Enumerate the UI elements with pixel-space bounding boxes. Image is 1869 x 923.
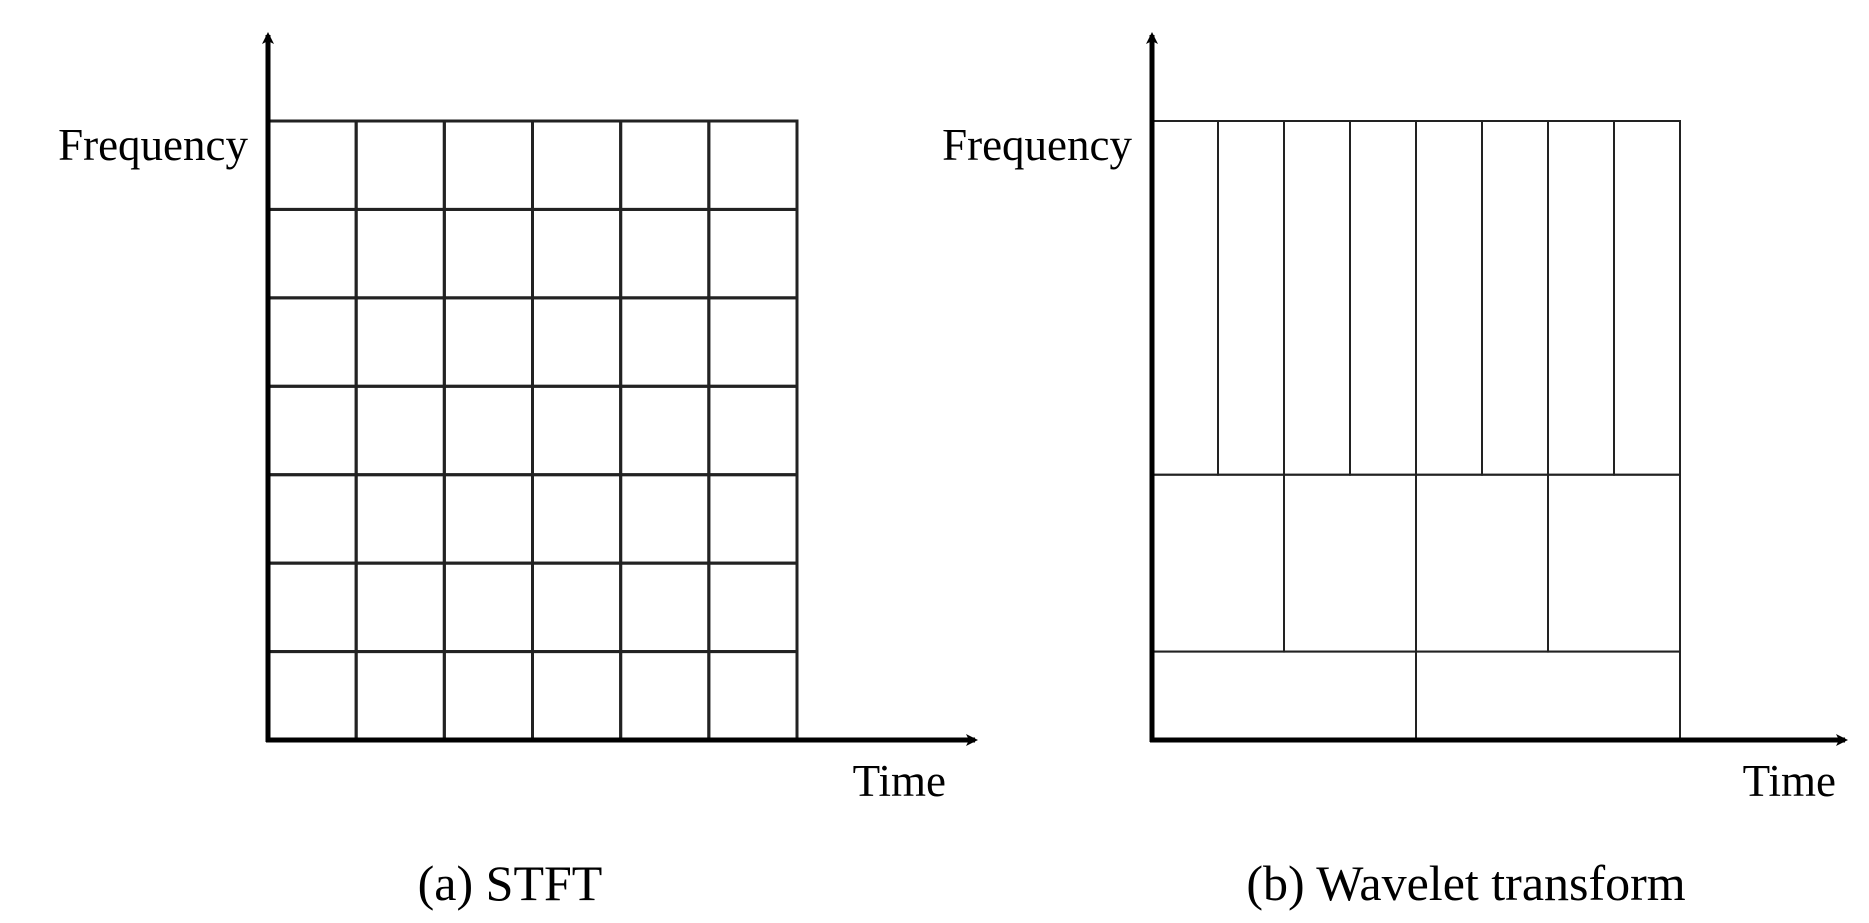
wavelet-tile-mid <box>1547 473 1681 653</box>
stft-tile <box>531 207 623 300</box>
stft-tile <box>531 650 623 742</box>
stft-tile <box>354 561 446 654</box>
stft-tile <box>266 119 358 211</box>
stft-tile <box>442 207 535 300</box>
stft-caption: (a) STFT <box>418 855 603 911</box>
stft-tile <box>707 207 799 300</box>
stft-tile <box>619 384 711 477</box>
stft-tile <box>531 561 623 654</box>
stft-tile <box>354 650 446 742</box>
wavelet-tile-high <box>1547 120 1615 476</box>
stft-tile <box>442 561 535 654</box>
stft-tile <box>442 384 535 477</box>
stft-tile <box>266 561 358 654</box>
wavelet-frequency-label: Frequency <box>942 120 1132 170</box>
wavelet-tile-mid <box>1151 473 1285 653</box>
stft-tile <box>707 561 799 654</box>
stft-tile <box>707 650 799 742</box>
stft-tile <box>354 207 446 300</box>
wavelet-tile-high <box>1613 120 1681 476</box>
wavelet-panel: Frequency Time (b) Wavelet transform <box>942 32 1848 911</box>
stft-tile <box>619 650 711 742</box>
stft-tile <box>531 473 623 565</box>
wavelet-tile-high <box>1217 120 1285 476</box>
stft-tile <box>531 296 623 388</box>
stft-tile <box>619 296 711 388</box>
wavelet-tile-high <box>1349 120 1417 476</box>
wavelet-tile-low <box>1151 650 1417 741</box>
wavelet-tile-high <box>1415 120 1483 476</box>
wavelet-tile-low <box>1415 650 1681 741</box>
stft-tile <box>707 296 799 388</box>
stft-tile <box>354 384 446 477</box>
stft-tile <box>619 119 711 211</box>
stft-time-label: Time <box>853 756 946 806</box>
stft-tile <box>354 119 446 211</box>
stft-tile <box>707 384 799 477</box>
stft-tile <box>266 296 358 388</box>
wavelet-time-label: Time <box>1743 756 1836 806</box>
wavelet-tile-high <box>1151 120 1219 476</box>
stft-tile <box>531 119 623 211</box>
stft-tile <box>442 296 535 388</box>
stft-tile <box>266 650 358 742</box>
stft-tile <box>354 296 446 388</box>
wavelet-tile-mid <box>1415 473 1549 653</box>
stft-tile <box>442 650 535 742</box>
wavelet-tiling-grid <box>1151 120 1681 741</box>
stft-tiling-grid <box>266 119 799 742</box>
stft-tile <box>442 473 535 565</box>
stft-tile <box>354 473 446 565</box>
stft-tile <box>707 473 799 565</box>
stft-tile <box>619 473 711 565</box>
stft-tile <box>266 207 358 300</box>
stft-frequency-label: Frequency <box>58 120 248 170</box>
stft-tile <box>619 207 711 300</box>
stft-tile <box>266 473 358 565</box>
stft-tile <box>442 119 535 211</box>
wavelet-tile-high <box>1283 120 1351 476</box>
stft-tile <box>266 384 358 477</box>
stft-tile <box>619 561 711 654</box>
stft-tile <box>707 119 799 211</box>
wavelet-tile-mid <box>1283 473 1417 653</box>
wavelet-tile-high <box>1481 120 1549 476</box>
stft-tile <box>531 384 623 477</box>
stft-panel: Frequency Time (a) STFT <box>58 32 978 911</box>
wavelet-caption: (b) Wavelet transform <box>1246 855 1685 911</box>
